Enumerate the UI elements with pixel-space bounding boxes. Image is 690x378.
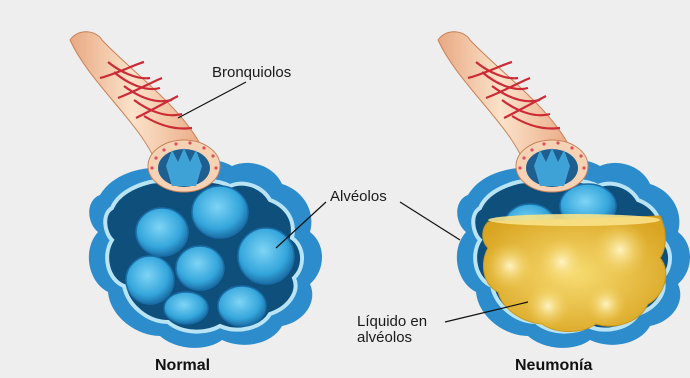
caption-normal: Normal [155, 357, 210, 375]
label-fluid-line2: alvéolos [357, 330, 412, 346]
leader-bronchioles [178, 82, 246, 118]
pneumonia-alveolus-group [438, 32, 690, 348]
label-alveoli: Alvéolos [330, 189, 387, 205]
bronchiole-opening-pneumonia [516, 140, 588, 192]
bronchiole-opening-normal [148, 140, 220, 192]
caption-pneumonia: Neumonía [515, 357, 592, 375]
label-fluid-line1: Líquido en [357, 314, 427, 330]
leader-alveoli-pneumonia [400, 202, 460, 240]
label-bronchioles: Bronquiolos [212, 65, 291, 81]
